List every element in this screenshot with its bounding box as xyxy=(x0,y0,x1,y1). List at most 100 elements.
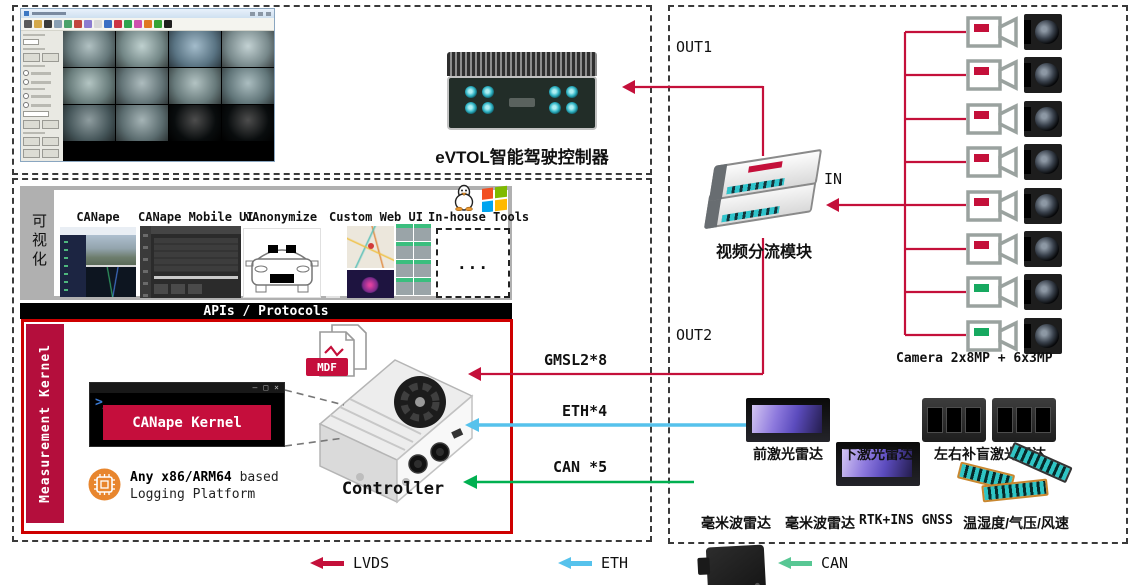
legend-arrow-icon xyxy=(558,557,592,569)
top-left-panel xyxy=(12,5,652,175)
video-camera-icon xyxy=(966,276,1018,309)
toolbar-icon xyxy=(74,20,82,28)
camera-tile xyxy=(63,68,115,104)
in-house-tools-box: ... xyxy=(436,228,510,298)
legend-label: LVDS xyxy=(353,554,390,572)
splitter-red-stripe xyxy=(748,161,783,173)
camera-row xyxy=(966,142,1062,182)
camera-tile xyxy=(169,31,221,67)
video-camera-icon xyxy=(966,16,1018,48)
mdf-file-icon: MDF xyxy=(306,324,367,377)
camera-tile xyxy=(169,105,221,141)
connector-cluster-right xyxy=(549,86,579,114)
out2-label: OUT2 xyxy=(676,326,713,344)
blindspot-lidar-photo-right xyxy=(992,398,1056,442)
camera-photo xyxy=(1024,230,1062,267)
camera-tile xyxy=(169,68,221,104)
blindspot-lidar-photo-left xyxy=(922,398,986,442)
kernel-terminal-window: – □ × >_ CANape Kernel xyxy=(90,383,284,446)
apis-protocols-label: APIs / Protocols xyxy=(203,303,329,319)
camera-array xyxy=(966,12,1062,359)
camera-photo xyxy=(1024,317,1062,354)
terminal-minimize-button: – xyxy=(252,383,258,392)
camera-photo xyxy=(1024,14,1062,50)
legend-arrow-icon xyxy=(778,557,812,569)
video-camera-icon xyxy=(966,146,1018,179)
mmwave-radar-label-1: 毫米波雷达 xyxy=(701,515,771,531)
down-lidar-photo xyxy=(836,442,920,486)
camera-photo xyxy=(1024,144,1062,181)
camera-photo xyxy=(1024,187,1062,224)
controller-device xyxy=(318,359,474,504)
toolbar-icon xyxy=(104,20,112,28)
window-buttons xyxy=(250,11,271,16)
camera-tile xyxy=(116,68,168,104)
toolbar-icon xyxy=(24,20,32,28)
eth-label: ETH*4 xyxy=(562,402,608,420)
tool-label-custom-web-ui: Custom Web UI xyxy=(329,210,423,224)
weather-sensors-photo xyxy=(956,441,1076,510)
software-stack-panel xyxy=(12,178,652,542)
tool-label-in-house-tools: In-house Tools xyxy=(428,210,530,224)
toolbar-icon xyxy=(44,20,52,28)
anonymized-car-drawing xyxy=(245,245,319,293)
toolbar-icon xyxy=(64,20,72,28)
video-camera-icon xyxy=(966,59,1018,92)
toolbar-icon xyxy=(144,20,152,28)
toolbar-icon xyxy=(34,20,42,28)
toolbar-icon xyxy=(114,20,122,28)
platform-based: based xyxy=(231,470,279,485)
camera-photo xyxy=(1024,57,1062,94)
camera-photo xyxy=(1024,100,1062,137)
camera-tile xyxy=(63,105,115,141)
web-ui-3d-screenshot xyxy=(347,270,394,298)
vanonymize-screenshot xyxy=(243,228,321,298)
camera-row xyxy=(966,99,1062,139)
gnss-label: RTK+INS GNSS xyxy=(859,513,953,528)
camera-tile xyxy=(116,105,168,141)
splitter-label: 视频分流模块 xyxy=(715,244,812,261)
camera-row xyxy=(966,316,1062,356)
measurement-kernel-label: Measurement Kernel xyxy=(37,344,53,503)
in-label: IN xyxy=(824,170,843,188)
linux-tux-icon xyxy=(454,184,474,211)
toolbar-icon xyxy=(54,20,62,28)
camera-tile xyxy=(116,31,168,67)
mmwave-radar-label-2: 毫米波雷达 xyxy=(785,515,855,531)
video-camera-icon xyxy=(966,189,1018,222)
visualization-side-label: 可视化 xyxy=(30,213,47,270)
camera-row xyxy=(966,229,1062,269)
camera-tile xyxy=(222,68,274,104)
canape-mobile-screenshot xyxy=(140,226,241,298)
terminal-prompt: > xyxy=(95,395,103,410)
can-label: CAN *5 xyxy=(553,458,608,476)
chip-icon xyxy=(88,468,121,501)
legend-item: LVDS xyxy=(310,554,389,572)
toolbar-icon xyxy=(164,20,172,28)
evtol-label: eVTOL智能驾驶控制器 xyxy=(435,148,609,167)
camera-row xyxy=(966,186,1062,226)
platform-arch: Any x86/ARM64 xyxy=(130,470,232,485)
tool-label-canape-mobile: CANape Mobile UI xyxy=(138,210,254,224)
camera-tile xyxy=(222,31,274,67)
tool-label-canape: CANape xyxy=(76,210,120,224)
camera-row xyxy=(966,272,1062,312)
camera-tile xyxy=(63,31,115,67)
camera-grid xyxy=(63,31,274,161)
heatsink-fins xyxy=(447,52,597,76)
ellipsis: ... xyxy=(457,253,489,273)
video-camera-icon xyxy=(966,102,1018,135)
web-ui-sidebar-screenshot xyxy=(322,226,345,298)
terminal-maximize-button: □ xyxy=(263,383,269,392)
weather-sensors-label: 温湿度/气压/风速 xyxy=(963,515,1069,531)
windows-logo-icon xyxy=(482,185,507,212)
tool-label-vanonymize: vAnonymize xyxy=(244,210,318,224)
apis-protocols-bar: APIs / Protocols xyxy=(20,303,512,319)
controller-label: Controller xyxy=(341,479,445,499)
front-lidar-photo xyxy=(746,398,830,442)
gmsl-label: GMSL2*8 xyxy=(544,351,608,369)
window-sidebar xyxy=(21,31,63,161)
web-ui-map-screenshot xyxy=(347,226,394,268)
logging-platform-note: Any x86/ARM64 based Logging Platform xyxy=(130,469,279,503)
